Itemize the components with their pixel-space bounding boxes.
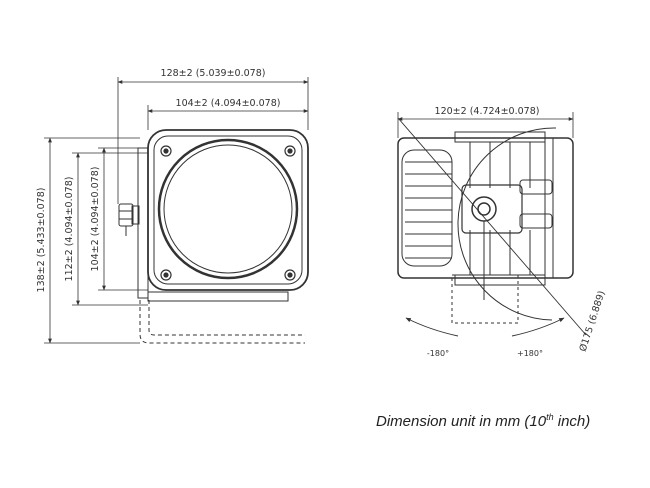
front-dimension-lines — [44, 77, 309, 344]
rotation-circle — [457, 127, 557, 321]
side-bracket-dashed — [451, 274, 519, 324]
rotation-arrow-minus — [405, 317, 459, 337]
dim-top-inner: 104±2 (4.094±0.078) — [176, 98, 281, 109]
dim-top-outer: 128±2 (5.039±0.078) — [161, 68, 266, 79]
bracket-rotated-dashed — [139, 300, 305, 344]
lens-outer — [157, 138, 299, 280]
dim-side-width: 120±2 (4.724±0.078) — [435, 106, 540, 117]
caption: Dimension unit in mm (10th inch) — [376, 412, 590, 430]
dim-diameter: Ø175 (6.889) — [578, 289, 608, 353]
caption-end: inch) — [554, 413, 591, 430]
side-bracket-plate — [461, 184, 523, 234]
bracket-base — [147, 291, 289, 302]
caption-main: Dimension unit in mm (10 — [376, 413, 547, 430]
top-ribs — [454, 131, 546, 188]
side-slots — [519, 179, 553, 229]
lens-inner — [163, 144, 293, 274]
caption-sup: th — [546, 412, 554, 422]
corner-screws — [160, 145, 296, 281]
dim-side-outer: 138±2 (5.433±0.078) — [36, 188, 47, 293]
dim-side-mid: 112±2 (4.094±0.078) — [64, 177, 75, 282]
side-bolt-inner — [477, 202, 491, 216]
side-view — [397, 112, 587, 337]
rotation-minus-label: -180° — [427, 349, 449, 358]
diameter-line — [397, 117, 587, 336]
side-housing — [397, 137, 574, 279]
heat-sink-fins — [401, 149, 453, 267]
bottom-ribs — [454, 230, 546, 286]
dim-side-inner: 104±2 (4.094±0.078) — [90, 167, 101, 272]
mounting-bolt — [118, 203, 140, 236]
housing-outer — [147, 129, 309, 291]
housing-inner — [153, 135, 303, 285]
front-view — [118, 129, 309, 344]
rotation-arrow-plus — [511, 317, 565, 337]
rotation-plus-label: +180° — [517, 349, 543, 358]
